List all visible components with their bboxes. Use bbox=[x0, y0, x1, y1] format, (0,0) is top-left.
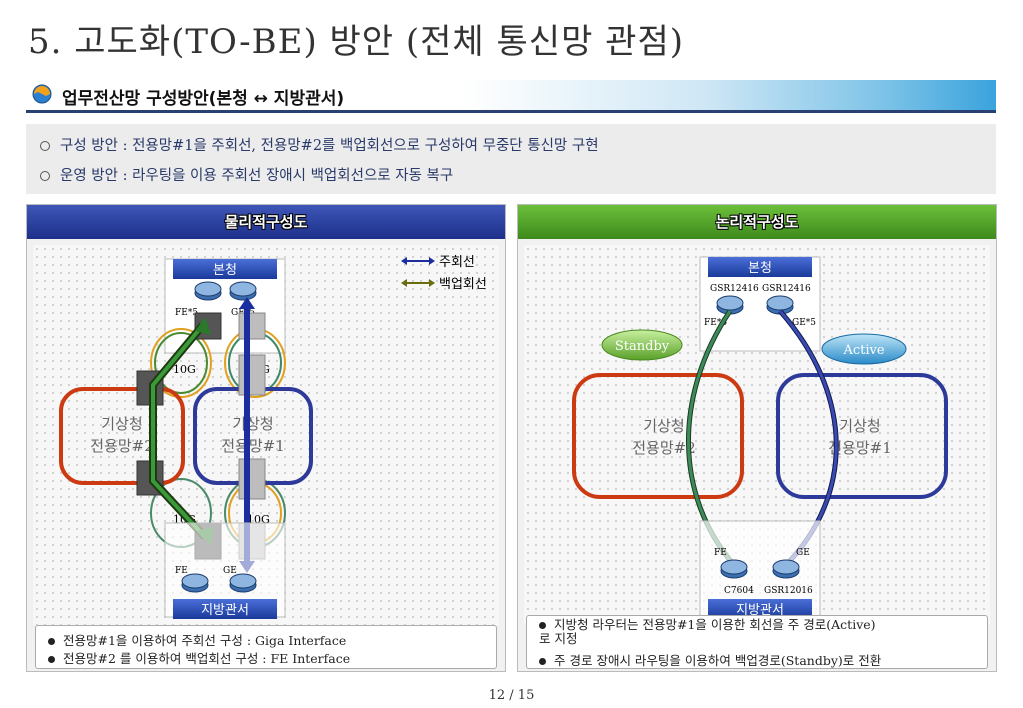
bullet-icon bbox=[40, 171, 50, 181]
legend-backup: 백업회선 bbox=[439, 277, 487, 292]
standby-label: Standby bbox=[615, 339, 670, 354]
bullet-icon bbox=[539, 622, 546, 629]
hq-label: 본청 bbox=[213, 263, 237, 278]
port-label: FE bbox=[714, 548, 727, 558]
router-icon bbox=[229, 573, 257, 593]
network-label: 기상청 bbox=[101, 415, 142, 433]
ring-10g bbox=[150, 328, 212, 398]
network-label: 기상청 bbox=[232, 415, 273, 433]
bullet-icon bbox=[48, 638, 55, 645]
router-name: C7604 bbox=[724, 586, 754, 596]
logical-diagram: 본청 GSR12416 GSR12416 FE*5 GE*5 Standby A… bbox=[572, 256, 948, 620]
active-badge bbox=[821, 333, 907, 365]
network-label: 전용망#1 bbox=[221, 437, 285, 455]
network-1-box bbox=[776, 373, 948, 499]
bullet-icon bbox=[539, 658, 546, 665]
port-label: GE*5 bbox=[792, 318, 816, 328]
legend: 주회선 백업회선 bbox=[401, 255, 487, 292]
branch-label: 지방관서 bbox=[201, 603, 249, 618]
network-label: 전용망#1 bbox=[828, 439, 892, 457]
network-label: 기상청 bbox=[643, 417, 684, 435]
switch-icon bbox=[238, 312, 266, 340]
network-label: 전용망#2 bbox=[632, 439, 696, 457]
globe-icon bbox=[32, 84, 52, 104]
router-name: GSR12016 bbox=[764, 586, 813, 596]
section-title: 업무전산망 구성방안(본청 ↔ 지방관서) bbox=[62, 89, 345, 109]
branch-label-bg bbox=[708, 599, 812, 619]
physical-diagram-panel: 물리적구성도 본청 FE*5 GE*5 bbox=[26, 204, 506, 672]
diagram-area: 본청 GSR12416 GSR12416 FE*5 GE*5 Standby A… bbox=[524, 245, 990, 625]
port-label: FE bbox=[175, 566, 188, 576]
network-2-box bbox=[572, 373, 744, 499]
summary-line: 운영 방안 : 라우팅을 이용 주회선 장애시 백업회선으로 자동 복구 bbox=[40, 164, 453, 185]
port-label: GE bbox=[796, 548, 810, 558]
note-item: 지방청 라우터는 전용망#1을 이용한 회선을 주 경로(Active)로 지정 bbox=[539, 618, 879, 646]
link-speed: 10G bbox=[173, 363, 196, 376]
bullet-icon bbox=[48, 656, 55, 663]
active-label: Active bbox=[842, 343, 884, 358]
summary-text: 구성 방안 : 전용망#1을 주회선, 전용망#2를 백업회선으로 구성하여 무… bbox=[60, 138, 599, 154]
network-2-box bbox=[59, 387, 185, 485]
note-text: 전용망#2 를 이용하여 백업회선 구성 : FE Interface bbox=[63, 651, 351, 666]
note-item: 주 경로 장애시 라우팅을 이용하여 백업경로(Standby)로 전환 bbox=[539, 650, 881, 669]
note-box: 지방청 라우터는 전용망#1을 이용한 회선을 주 경로(Active)로 지정… bbox=[526, 615, 988, 669]
router-icon bbox=[772, 559, 800, 579]
router-icon bbox=[181, 573, 209, 593]
router-icon bbox=[229, 281, 257, 301]
bullet-icon bbox=[40, 141, 50, 151]
hq-label: 본청 bbox=[748, 261, 772, 276]
router-name: GSR12416 bbox=[762, 284, 811, 294]
hq-label-bg bbox=[708, 257, 812, 277]
logical-diagram-panel: 논리적구성도 본청 GSR12416 GSR12416 FE*5 GE*5 bbox=[517, 204, 997, 672]
ring-10g-inner bbox=[154, 332, 208, 394]
router-name: GSR12416 bbox=[710, 284, 759, 294]
summary-box: 구성 방안 : 전용망#1을 주회선, 전용망#2를 백업회선으로 구성하여 무… bbox=[26, 124, 996, 194]
branch-label-bg bbox=[173, 599, 277, 619]
router-icon bbox=[720, 559, 748, 579]
section-header: 업무전산망 구성방안(본청 ↔ 지방관서) bbox=[26, 80, 996, 113]
note-text: 주 경로 장애시 라우팅을 이용하여 백업경로(Standby)로 전환 bbox=[554, 653, 882, 668]
port-label: FE*5 bbox=[175, 308, 198, 318]
network-label: 기상청 bbox=[839, 417, 880, 435]
panel-title: 논리적구성도 bbox=[518, 205, 996, 239]
page-title: 5. 고도화(TO-BE) 방안 (전체 통신망 관점) bbox=[28, 22, 684, 62]
network-label: 전용망#2 bbox=[90, 437, 154, 455]
note-item: 전용망#1을 이용하여 주회선 구성 : Giga Interface bbox=[48, 630, 346, 649]
note-box: 전용망#1을 이용하여 주회선 구성 : Giga Interface 전용망#… bbox=[35, 625, 497, 669]
note-text: 지방청 라우터는 전용망#1을 이용한 회선을 주 경로(Active)로 지정 bbox=[539, 617, 876, 646]
note-text: 전용망#1을 이용하여 주회선 구성 : Giga Interface bbox=[63, 633, 347, 648]
switch-icon bbox=[238, 458, 266, 500]
port-label: GE bbox=[223, 566, 237, 576]
port-label: FE*5 bbox=[704, 318, 727, 328]
standby-badge bbox=[601, 329, 683, 361]
router-icon bbox=[194, 281, 222, 301]
diagram-area: 본청 FE*5 GE*5 10G 10G 10G 10G bbox=[33, 245, 499, 625]
router-icon bbox=[766, 295, 794, 315]
note-item: 전용망#2 를 이용하여 백업회선 구성 : FE Interface bbox=[48, 648, 350, 667]
summary-line: 구성 방안 : 전용망#1을 주회선, 전용망#2를 백업회선으로 구성하여 무… bbox=[40, 134, 599, 155]
panel-title: 물리적구성도 bbox=[27, 205, 505, 239]
switch-icon bbox=[238, 354, 266, 396]
branch-label: 지방관서 bbox=[736, 603, 784, 618]
physical-diagram: 본청 FE*5 GE*5 10G 10G 10G 10G bbox=[59, 255, 487, 619]
page-number: 12 / 15 bbox=[488, 688, 535, 703]
backup-line bbox=[151, 323, 207, 539]
summary-text: 운영 방안 : 라우팅을 이용 주회선 장애시 백업회선으로 자동 복구 bbox=[60, 168, 454, 184]
legend-main: 주회선 bbox=[439, 255, 475, 270]
hq-label-bg bbox=[173, 259, 277, 279]
